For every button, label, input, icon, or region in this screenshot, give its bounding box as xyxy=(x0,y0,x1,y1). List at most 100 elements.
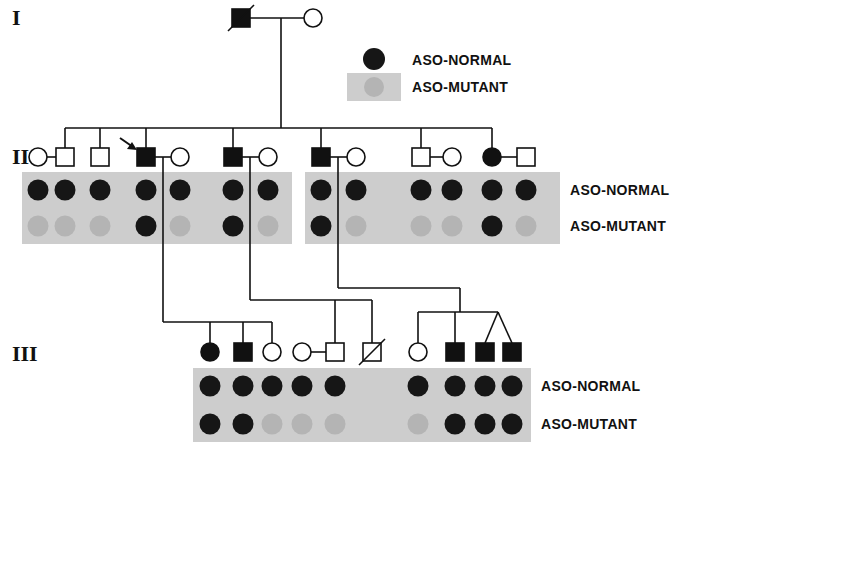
individual-symbol xyxy=(228,5,254,31)
pedigree-line xyxy=(65,127,492,129)
pedigree-line xyxy=(338,287,460,289)
pedigree-line xyxy=(371,300,373,343)
pedigree-line xyxy=(501,156,517,158)
probe-label: ASO-MUTANT xyxy=(570,218,666,234)
blot-dot xyxy=(233,376,254,397)
individual-symbol xyxy=(347,148,365,166)
pedigree-line xyxy=(418,311,498,313)
pedigree-line xyxy=(250,299,372,301)
blot-dot xyxy=(28,216,49,237)
pedigree-line xyxy=(491,128,493,148)
blot-dot xyxy=(200,376,221,397)
pedigree-line xyxy=(430,156,443,158)
individual-symbol xyxy=(476,343,494,361)
blot-dot xyxy=(325,414,346,435)
individual-symbol xyxy=(29,148,47,166)
deceased-slash xyxy=(228,5,254,31)
male-square xyxy=(446,343,464,361)
blot-dot xyxy=(262,414,283,435)
pedigree-line xyxy=(209,322,211,343)
generation-label: III xyxy=(12,341,38,367)
legend-swatch xyxy=(363,48,385,70)
blot-dot xyxy=(311,216,332,237)
male-square xyxy=(137,148,155,166)
pedigree-line xyxy=(420,128,422,148)
blot-dot xyxy=(292,376,313,397)
blot-dot xyxy=(475,414,496,435)
individual-symbol xyxy=(326,343,344,361)
blot-dot xyxy=(482,180,503,201)
individual-symbol xyxy=(443,148,461,166)
pedigree-line xyxy=(47,156,56,158)
female-circle xyxy=(259,148,277,166)
pedigree-line xyxy=(417,312,419,343)
proband-arrowhead xyxy=(127,142,137,150)
female-circle xyxy=(201,343,219,361)
individual-symbol xyxy=(503,343,521,361)
blot-dot xyxy=(262,376,283,397)
individual-symbol xyxy=(409,343,427,361)
blot-strip xyxy=(193,368,531,442)
probe-label: ASO-NORMAL xyxy=(570,182,669,198)
blot-strip xyxy=(22,172,292,244)
individual-symbol xyxy=(259,148,277,166)
blot-dot xyxy=(442,216,463,237)
individual-symbol xyxy=(137,148,155,166)
individual-symbol xyxy=(171,148,189,166)
blot-dot xyxy=(502,414,523,435)
pedigree-line xyxy=(162,157,164,322)
female-circle xyxy=(29,148,47,166)
male-square xyxy=(56,148,74,166)
blot-dot xyxy=(90,216,111,237)
pedigree-line xyxy=(454,312,456,343)
individual-symbol xyxy=(201,343,219,361)
male-square xyxy=(234,343,252,361)
blot-dot xyxy=(170,216,191,237)
pedigree-line xyxy=(280,18,282,128)
blot-dot xyxy=(408,376,429,397)
blot-dot xyxy=(292,414,313,435)
legend-dot xyxy=(364,77,384,97)
individual-symbol xyxy=(359,339,385,365)
pedigree-line xyxy=(334,300,336,343)
deceased-slash xyxy=(359,339,385,365)
blot-dot xyxy=(482,216,503,237)
individual-symbol xyxy=(56,148,74,166)
blot-dot xyxy=(136,216,157,237)
blot-dot xyxy=(516,180,537,201)
blot-dot xyxy=(258,180,279,201)
individual-symbol xyxy=(446,343,464,361)
legend-label: ASO-NORMAL xyxy=(412,52,511,68)
legend-label: ASO-MUTANT xyxy=(412,79,508,95)
pedigree-line xyxy=(163,321,272,323)
blot-dot xyxy=(55,180,76,201)
male-square xyxy=(224,148,242,166)
legend-swatch xyxy=(347,73,401,101)
pedigree-line xyxy=(459,288,461,312)
individual-symbol xyxy=(517,148,535,166)
pedigree-line xyxy=(271,322,273,343)
blot-dot xyxy=(346,180,367,201)
generation-label: II xyxy=(12,144,29,170)
blot-dot xyxy=(311,180,332,201)
male-square xyxy=(517,148,535,166)
blot-dot xyxy=(475,376,496,397)
pedigree-line xyxy=(232,128,234,148)
pedigree-line xyxy=(242,322,244,343)
blot-dot xyxy=(28,180,49,201)
pedigree-line xyxy=(145,128,147,148)
blot-dot xyxy=(136,180,157,201)
pedigree-line xyxy=(320,128,322,148)
female-circle xyxy=(443,148,461,166)
blot-dot xyxy=(223,216,244,237)
male-square xyxy=(91,148,109,166)
male-square xyxy=(503,343,521,361)
blot-dot xyxy=(200,414,221,435)
blot-dot xyxy=(516,216,537,237)
blot-dot xyxy=(411,216,432,237)
blot-dot xyxy=(325,376,346,397)
individual-symbol xyxy=(412,148,430,166)
individual-symbol xyxy=(293,343,311,361)
blot-dot xyxy=(502,376,523,397)
